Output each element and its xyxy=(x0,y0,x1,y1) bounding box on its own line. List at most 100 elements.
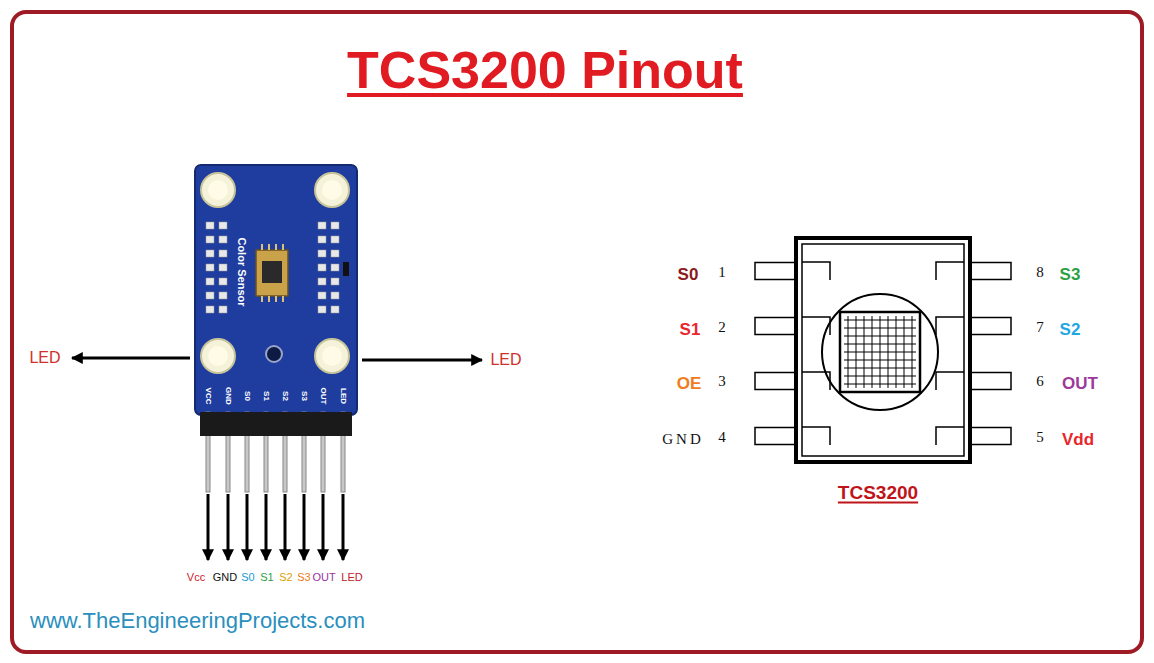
photodiode-grid xyxy=(844,316,916,388)
pin-arrow xyxy=(322,494,325,560)
smd-pad xyxy=(219,222,227,229)
led xyxy=(201,173,349,373)
chip-pin xyxy=(755,428,798,445)
pin-name: OE xyxy=(677,375,702,392)
chip-inner-outline xyxy=(802,244,964,456)
smd-pad xyxy=(206,222,214,229)
smd-pad xyxy=(219,278,227,285)
smd-component xyxy=(343,262,349,276)
led-arrow xyxy=(362,359,482,362)
board-silkscreen: Color Sensor xyxy=(236,237,247,306)
silkscreen-pin-name: S2 xyxy=(281,391,289,401)
photodiode-array xyxy=(840,312,920,392)
pin-name: Vcc xyxy=(187,572,205,583)
pin-arrow xyxy=(265,494,268,560)
pin-name: Vdd xyxy=(1062,431,1094,448)
sensor-leads xyxy=(262,244,283,302)
smd-pad xyxy=(331,306,339,313)
smd-pad xyxy=(206,278,214,285)
pin-name: S1 xyxy=(680,321,701,338)
pin-header xyxy=(200,412,352,436)
smd-pad xyxy=(219,306,227,313)
chip-pin xyxy=(968,263,1011,280)
smd-pad xyxy=(219,292,227,299)
pin-number: 8 xyxy=(1036,265,1044,280)
led xyxy=(201,339,235,373)
smd-pad xyxy=(318,306,326,313)
pin-name: S2 xyxy=(279,572,292,583)
callout-label: LED xyxy=(29,350,60,366)
led-arrow xyxy=(72,357,190,360)
led xyxy=(315,339,349,373)
led-lens xyxy=(208,180,342,366)
pcb-board xyxy=(195,165,357,415)
pin-arrow xyxy=(246,494,249,560)
sensor-window xyxy=(262,261,282,283)
smd-pad xyxy=(219,250,227,257)
chip-caption: TCS3200 xyxy=(838,483,918,502)
chip-pin xyxy=(755,373,798,390)
smd-pad xyxy=(331,264,339,271)
led xyxy=(201,173,235,207)
chip-pin xyxy=(968,373,1011,390)
smd-pad xyxy=(331,236,339,243)
chip-pin xyxy=(968,318,1011,335)
led-lens xyxy=(322,180,342,200)
led-lens xyxy=(208,180,228,200)
chip-pin xyxy=(755,263,798,280)
pin-arrow xyxy=(303,494,306,560)
chip-pin xyxy=(968,428,1011,445)
pin-arrows xyxy=(208,494,343,560)
pin-arrow xyxy=(227,494,230,560)
smd-pad xyxy=(318,222,326,229)
silkscreen-pin-name: S3 xyxy=(300,391,308,401)
pin-number: 2 xyxy=(718,320,726,335)
pin-name: OUT xyxy=(312,572,335,583)
smd-pad xyxy=(206,264,214,271)
smd-pads xyxy=(206,222,339,313)
pin-number: 6 xyxy=(1036,374,1044,389)
lead-frame xyxy=(802,262,964,445)
chip-pin xyxy=(755,318,798,335)
silkscreen-pin-name: LED xyxy=(339,388,347,404)
sensor-circle xyxy=(822,294,938,410)
smd-pad xyxy=(206,292,214,299)
smd-pad xyxy=(318,236,326,243)
pin-name: S1 xyxy=(260,572,273,583)
callout-label: LED xyxy=(490,352,521,368)
pin-arrow xyxy=(207,494,210,560)
smd-pad xyxy=(206,250,214,257)
pin-name: S0 xyxy=(241,572,254,583)
smd-pad xyxy=(331,250,339,257)
pin-name: GND xyxy=(213,572,237,583)
smd-pad xyxy=(219,264,227,271)
smd-pad xyxy=(206,236,214,243)
silkscreen-pin-name: GND xyxy=(224,387,232,405)
pin-number: 4 xyxy=(718,430,726,445)
pin-name: S3 xyxy=(297,572,310,583)
silkscreen-pin-name: S1 xyxy=(262,391,270,401)
pin-number: 5 xyxy=(1036,430,1044,445)
smd-pad xyxy=(318,278,326,285)
led-lens xyxy=(208,346,228,366)
smd-pad xyxy=(331,222,339,229)
smd-pad xyxy=(318,250,326,257)
pin-name: GND xyxy=(662,432,704,447)
smd-pad xyxy=(219,236,227,243)
pin-name: OUT xyxy=(1062,375,1098,392)
pin-name: S0 xyxy=(678,266,699,283)
frame-border xyxy=(12,12,1142,652)
led-lens xyxy=(322,346,342,366)
watermark: www.TheEngineeringProjects.com xyxy=(30,610,365,632)
mounting-hole xyxy=(266,346,282,362)
pin-name: LED xyxy=(341,572,362,583)
pin-number: 1 xyxy=(718,265,726,280)
silkscreen-pin-name: S0 xyxy=(243,391,251,401)
silkscreen-pin-name: OUT xyxy=(319,388,327,405)
pin-number: 7 xyxy=(1036,320,1044,335)
chip-body xyxy=(796,238,970,462)
sensor-chip xyxy=(256,250,288,296)
smd-pad xyxy=(331,292,339,299)
